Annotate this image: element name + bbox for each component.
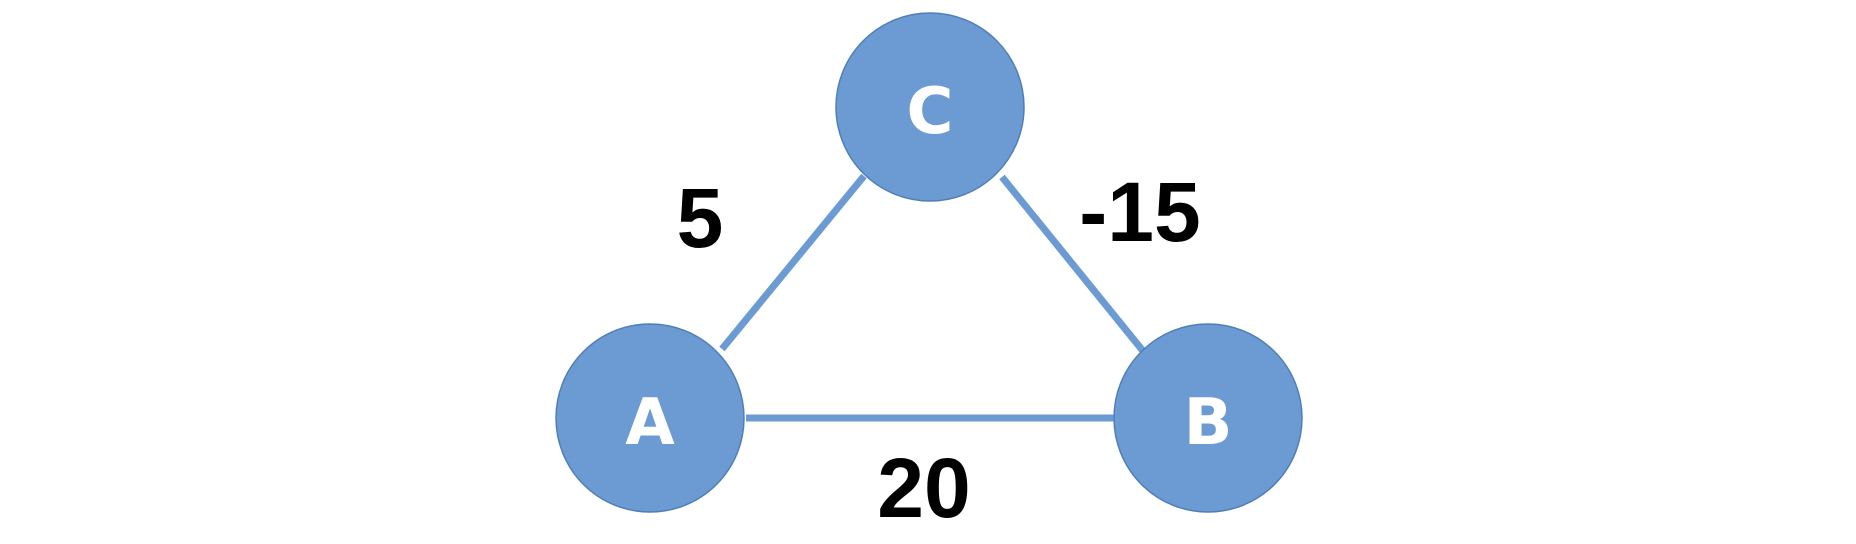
nodes: C A B [555,12,1303,513]
node-c-label: C [907,75,954,149]
node-b-label: B [1184,386,1233,460]
edge-weight-a-to-b: 20 [877,441,970,535]
node-a-circle [555,323,745,513]
node-b-circle [1113,323,1303,513]
edges [719,173,1146,422]
node-a-label: A [625,386,675,460]
edge-b-to-c [999,174,1146,354]
node-c-circle [835,12,1025,202]
edge-weight-c-to-a: 5 [677,171,724,265]
node-a: A [555,323,745,513]
node-b: B [1113,323,1303,513]
edge-weight-b-to-c: -15 [1079,165,1200,259]
edge-c-to-a [719,173,867,352]
node-c: C [835,12,1025,202]
edge-weights: 5 -15 20 [677,165,1201,535]
